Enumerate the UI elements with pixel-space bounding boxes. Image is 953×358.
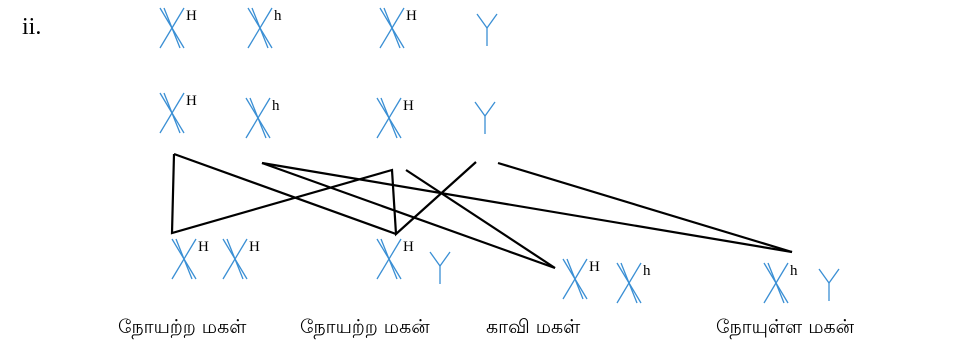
parent-chromosome: H [379,7,417,49]
parent-chromosome: H [159,7,197,49]
gamete-chromosome: H [376,97,414,139]
parent-chromosome [476,13,498,46]
cross-line [497,161,793,254]
offspring-chromosome: H [562,258,600,300]
offspring-caption: நோயற்ற மகன் [300,316,430,338]
gamete-chromosome: H [159,92,197,134]
cross-line [170,153,477,237]
allele-label: h [790,263,798,279]
offspring-chromosome [818,268,840,301]
cross-line [261,161,793,254]
section-label: ii. [22,14,42,40]
allele-label: H [403,98,414,114]
cross-connector-lines [170,152,793,270]
allele-label: H [249,239,260,255]
allele-label: H [406,8,417,24]
offspring-chromosome [429,251,451,284]
allele-label: H [589,259,600,275]
allele-label: h [643,263,651,279]
offspring-caption: காவி மகள் [486,316,581,338]
offspring-chromosome: h [616,262,651,304]
parent-chromosome: h [247,7,282,49]
offspring-caption: நோயுள்ள மகன் [716,316,855,338]
offspring-chromosome: h [763,262,798,304]
allele-label: h [274,8,282,24]
cross-line [405,169,556,269]
cross-line [173,152,397,236]
offspring-chromosome: H [376,238,414,280]
offspring-caption: நோயற்ற மகள் [118,316,247,338]
allele-label: H [403,239,414,255]
gamete-chromosome [474,101,496,134]
allele-label: H [198,239,209,255]
offspring-chromosome: H [171,238,209,280]
allele-label: h [272,98,280,114]
gamete-chromosome: h [245,97,280,139]
allele-label: H [186,8,197,24]
allele-label: H [186,93,197,109]
offspring-chromosome: H [222,238,260,280]
cross-line [261,161,556,270]
